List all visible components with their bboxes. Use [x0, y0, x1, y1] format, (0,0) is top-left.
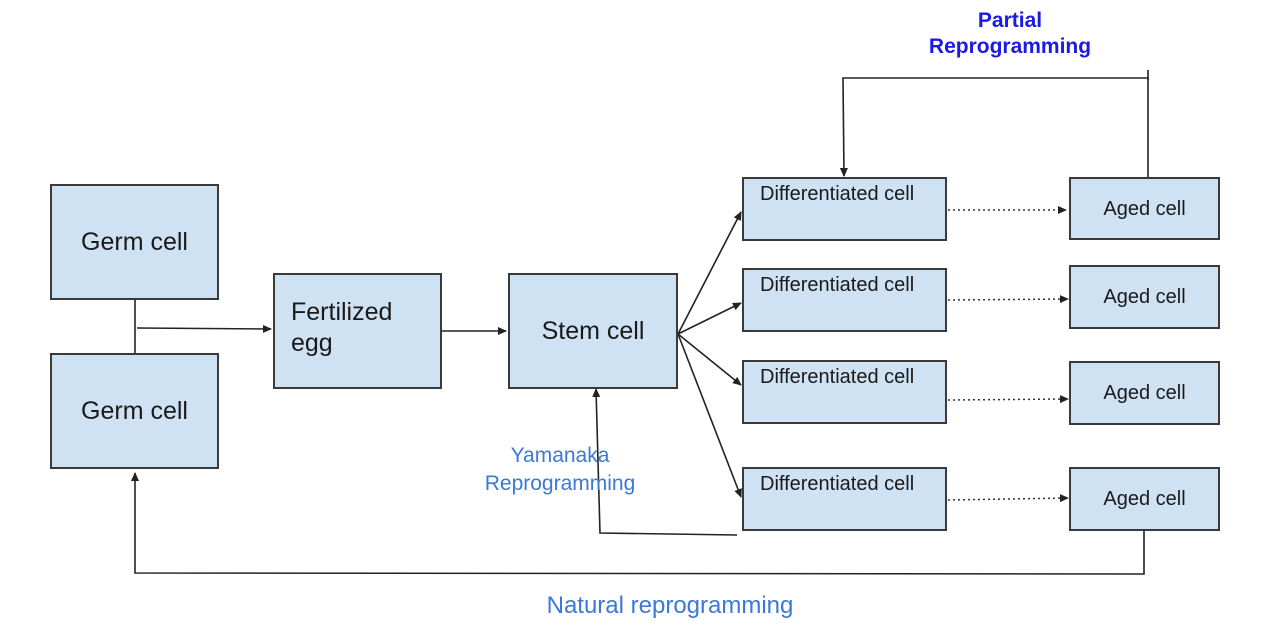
arrow-yamanaka-loop — [592, 388, 738, 536]
arrow-partial-loop — [839, 77, 1149, 177]
germ-cell-bottom-label: Germ cell — [81, 396, 188, 425]
arrow-stem-to-diff-1 — [677, 211, 742, 335]
differentiated-cell-node-3: Differentiated cell — [742, 360, 947, 424]
arrow-diff-to-aged-4 — [947, 494, 1069, 503]
aged-cell-label: Aged cell — [1103, 382, 1186, 404]
yamanaka-reprogramming-label: Yamanaka Reprogramming — [484, 444, 636, 495]
aged-cell-node-1: Aged cell — [1069, 177, 1220, 240]
aged-cell-node-4: Aged cell — [1069, 467, 1220, 531]
stem-cell-node: Stem cell — [508, 273, 678, 389]
differentiated-cell-label: Differentiated cell — [760, 274, 915, 296]
arrow-diff-to-aged-3 — [947, 395, 1069, 404]
arrow-natural-loop — [131, 472, 1145, 575]
natural-reprogramming-label: Natural reprogramming — [546, 592, 794, 619]
differentiated-cell-node-4: Differentiated cell — [742, 467, 947, 531]
fertilized-egg-node: Fertilized egg — [273, 273, 442, 389]
stem-cell-label: Stem cell — [541, 316, 645, 345]
arrow-stem-to-diff-4 — [677, 333, 742, 498]
aged-cell-node-2: Aged cell — [1069, 265, 1220, 329]
differentiated-cell-node-2: Differentiated cell — [742, 268, 947, 332]
differentiated-cell-label: Differentiated cell — [760, 473, 915, 495]
arrow-stem-to-diff-3 — [677, 333, 742, 386]
aged-cell-label: Aged cell — [1103, 286, 1186, 308]
differentiated-cell-label: Differentiated cell — [760, 366, 915, 388]
partial-reprogramming-label: Partial Reprogramming — [928, 9, 1092, 58]
arrow-diff-to-aged-2 — [947, 295, 1069, 304]
aged-cell-node-3: Aged cell — [1069, 361, 1220, 425]
aged-cell-label: Aged cell — [1103, 197, 1186, 220]
fertilized-egg-label: Fertilized egg — [291, 298, 393, 357]
arrow-germ-to-egg — [136, 324, 272, 333]
germ-cell-top-label: Germ cell — [81, 227, 188, 256]
differentiated-cell-node-1: Differentiated cell — [742, 177, 947, 241]
germ-cell-node-top: Germ cell — [50, 184, 219, 300]
germ-cell-node-bottom: Germ cell — [50, 353, 219, 469]
differentiated-cell-label: Differentiated cell — [760, 183, 915, 205]
arrow-stem-to-diff-2 — [677, 302, 742, 335]
aged-cell-label: Aged cell — [1103, 488, 1186, 510]
